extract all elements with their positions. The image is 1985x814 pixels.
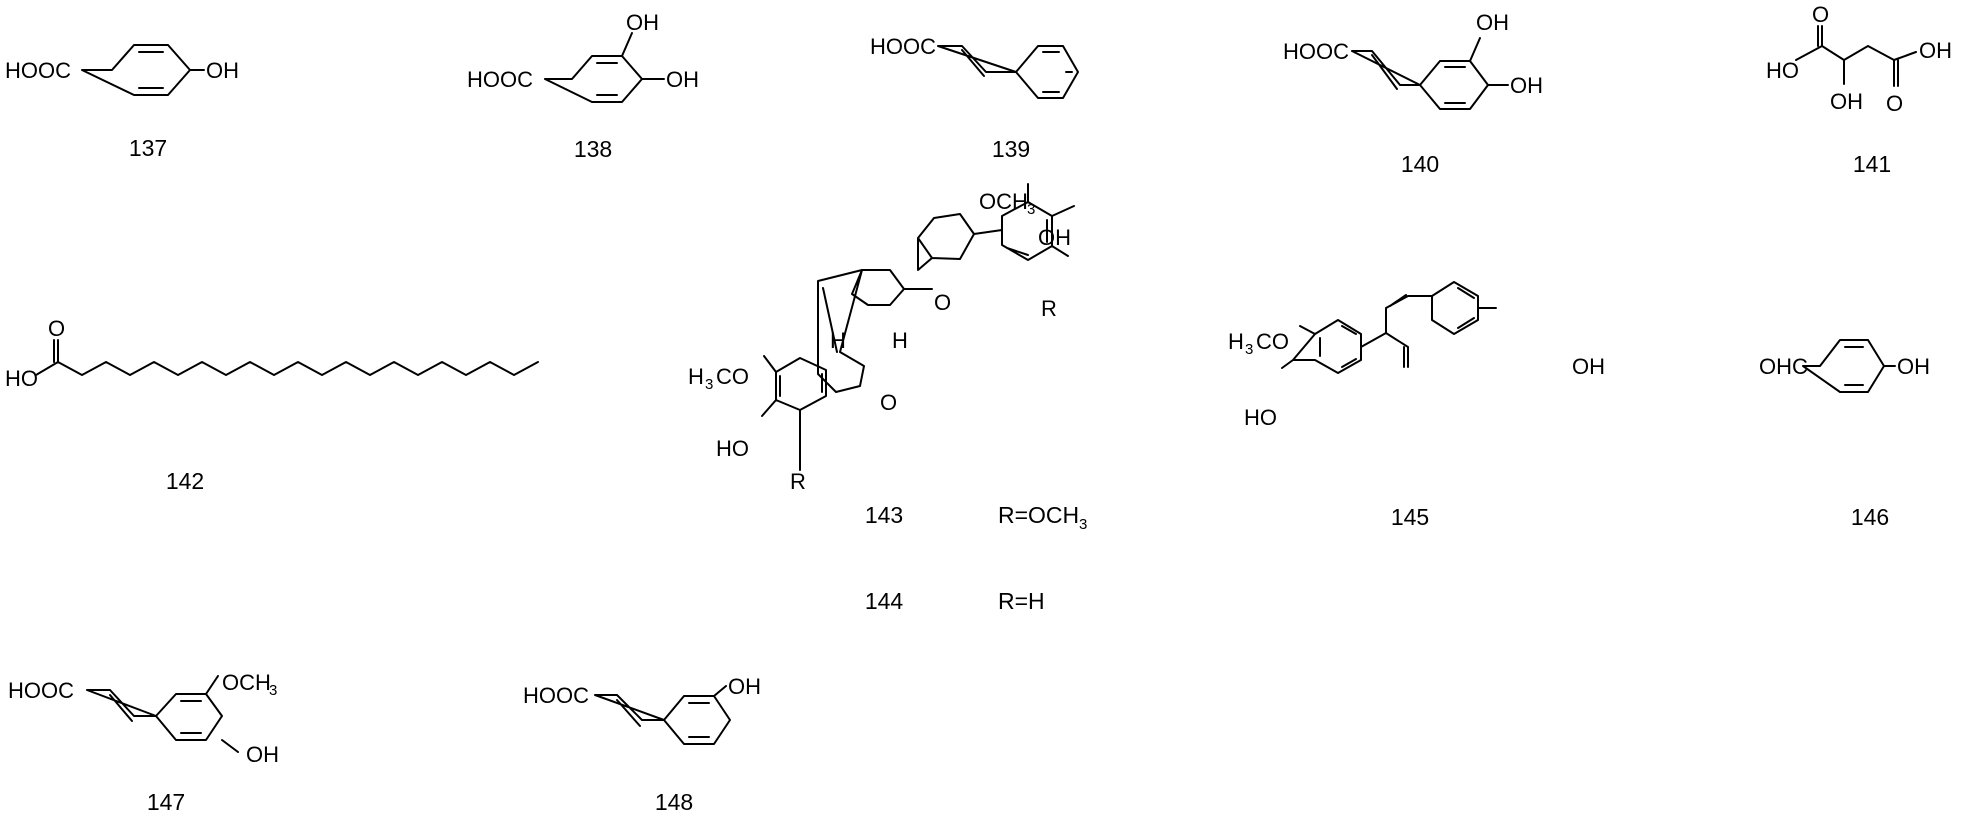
atom-subscript: 3 <box>1245 341 1253 358</box>
atom-label: HOOC <box>8 678 74 703</box>
atom-label: OCH <box>979 189 1028 214</box>
compound-number: 143 <box>865 502 903 528</box>
atom-label: O <box>1886 91 1903 116</box>
compound-140: HOOC OH OH 140 <box>1283 10 1543 177</box>
atom-label: H <box>688 364 704 389</box>
compound-number: 141 <box>1853 151 1891 177</box>
atom-label: HOOC <box>523 683 589 708</box>
atom-label: H <box>1228 329 1244 354</box>
atom-label: HO <box>1244 405 1277 430</box>
atom-label: OH <box>246 742 279 767</box>
substituent-label: R=H <box>998 588 1045 614</box>
compound-146: OHC OH 146 <box>1759 339 1930 530</box>
compound-145: H 3 CO HO OH 145 <box>1228 281 1605 530</box>
atom-label: OH <box>1897 354 1930 379</box>
compound-number: 137 <box>129 135 167 161</box>
atom-subscript: 3 <box>269 682 277 699</box>
compound-number: 142 <box>166 468 204 494</box>
atom-label: OH <box>1572 354 1605 379</box>
compound-147: HOOC OCH 3 OH 147 <box>8 670 279 814</box>
substituent-subscript: 3 <box>1079 516 1087 533</box>
bond-lines <box>81 44 205 96</box>
compound-number: 138 <box>574 136 612 162</box>
atom-label: OH <box>1830 89 1863 114</box>
bond-lines <box>1795 25 1917 87</box>
atom-label: HOOC <box>870 34 936 59</box>
compound-143-144: OCH 3 OH O H H O R H 3 CO HO R 143 R=OCH… <box>688 183 1087 614</box>
bond-lines <box>937 45 1079 99</box>
atom-label: OHC <box>1759 354 1808 379</box>
atom-label: O <box>880 390 897 415</box>
compound-142: HO O 142 <box>5 316 539 494</box>
compound-number: 146 <box>1851 504 1889 530</box>
compound-number: 144 <box>865 588 904 614</box>
atom-label: HOOC <box>467 67 533 92</box>
bond-lines <box>1351 37 1509 110</box>
atom-subscript: 3 <box>705 376 713 393</box>
bond-lines <box>86 675 239 753</box>
atom-label: HO <box>1766 58 1799 83</box>
atom-label: CO <box>1256 329 1289 354</box>
atom-label: OH <box>1476 10 1509 35</box>
atom-label: HOOC <box>5 58 71 83</box>
compound-148: HOOC OH 148 <box>523 674 761 814</box>
atom-label: O <box>48 316 65 341</box>
atom-label: O <box>1812 2 1829 27</box>
atom-label: OH <box>666 67 699 92</box>
atom-label: R <box>1041 296 1057 321</box>
compound-137: HOOC OH 137 <box>5 44 239 161</box>
atom-label: OCH <box>222 670 271 695</box>
compound-141: HO O OH O OH 141 <box>1766 2 1952 177</box>
atom-label: HO <box>716 436 749 461</box>
atom-label: HOOC <box>1283 39 1349 64</box>
bond-lines <box>594 685 731 745</box>
compound-number: 140 <box>1401 151 1439 177</box>
bond-lines <box>761 183 1075 471</box>
compound-139: HOOC 139 <box>870 34 1079 162</box>
atom-label: H <box>892 328 908 353</box>
compound-number: 145 <box>1391 504 1429 530</box>
bond-lines <box>1281 281 1497 374</box>
atom-label: CO <box>716 364 749 389</box>
atom-label: HO <box>5 366 38 391</box>
atom-label: OH <box>1919 38 1952 63</box>
bond-lines <box>544 32 665 103</box>
compound-number: 148 <box>655 789 693 814</box>
atom-label: OH <box>1038 225 1071 250</box>
bond-lines <box>1802 339 1896 393</box>
atom-label: OH <box>728 674 761 699</box>
atom-label: OH <box>626 10 659 35</box>
atom-label: R <box>790 469 806 494</box>
atom-label: H <box>830 328 846 353</box>
compound-138: HOOC OH OH 138 <box>467 10 699 162</box>
atom-label: OH <box>1510 73 1543 98</box>
atom-subscript: 3 <box>1027 201 1035 218</box>
atom-label: O <box>934 290 951 315</box>
atom-label: OH <box>206 58 239 83</box>
bond-lines <box>35 339 539 376</box>
compound-number: 147 <box>147 789 185 814</box>
compound-number: 139 <box>992 136 1030 162</box>
substituent-label: R=OCH <box>998 502 1079 528</box>
